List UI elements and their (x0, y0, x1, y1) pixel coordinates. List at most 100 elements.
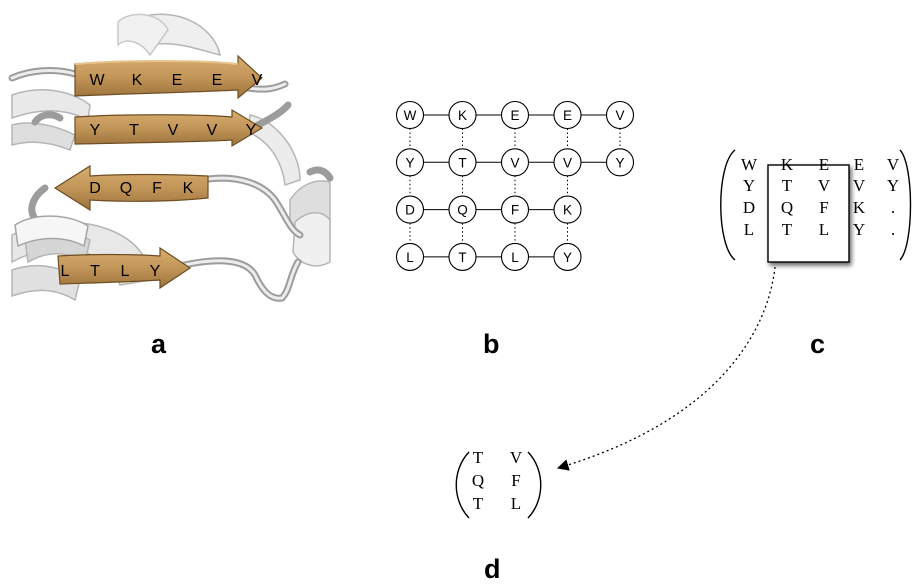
graph-node: Y (605, 148, 635, 177)
graph-node-label: E (563, 108, 572, 123)
graph-node-circle (605, 100, 635, 130)
graph-node-label: K (563, 203, 572, 218)
graph-node-label: Y (615, 155, 624, 170)
graph-node-circle (500, 148, 530, 177)
matrix-c-cell: T (782, 176, 793, 195)
loop-segments-highlight (10, 69, 302, 300)
strand-residue: V (207, 122, 218, 139)
beta-strand-4 (57, 246, 192, 290)
strand-residue: L (61, 263, 70, 280)
matrix-c-cell: L (819, 220, 829, 239)
graph-node: V (500, 148, 530, 177)
matrix-c-cell: . (891, 198, 895, 217)
graph-node-circle (500, 100, 530, 130)
beta-strand-3 (53, 164, 209, 212)
graph-node-label: T (458, 250, 466, 265)
graph-node-label: Y (563, 250, 572, 265)
matrix-c-cell: W (741, 155, 758, 174)
graph-node-circle (395, 195, 425, 224)
beta-strand-1 (74, 54, 263, 100)
graph-node-circle (448, 148, 477, 177)
matrix-d-cell: V (510, 448, 523, 467)
graph-node-circle (448, 242, 477, 271)
matrix-c-cell: V (887, 155, 900, 174)
graph-node-label: V (510, 155, 519, 170)
matrix-d-right-paren (527, 451, 542, 519)
strand-residue: E (172, 72, 183, 89)
graph-node: K (448, 100, 477, 130)
graph-node: W (395, 100, 425, 130)
graph-node-circle (395, 148, 425, 177)
matrix-d-cell: F (511, 471, 520, 490)
graph-node-circle (553, 195, 582, 224)
graph-node: L (500, 242, 530, 271)
graph-node-label: W (404, 108, 417, 123)
graph-node: K (553, 195, 582, 224)
graph-node-circle (395, 242, 425, 271)
matrix-d-cell: L (511, 494, 521, 513)
matrix-c-cell: T (782, 220, 793, 239)
matrix-c-cell: D (743, 198, 755, 217)
graph-node: T (448, 148, 477, 177)
matrix-c-cell: L (744, 220, 754, 239)
beta-strand-2 (74, 108, 264, 148)
graph-node-circle (553, 148, 582, 177)
graph-node: E (553, 100, 582, 130)
matrix-c-left-paren (720, 149, 736, 261)
graph-node: Q (448, 195, 477, 224)
extraction-arrow (556, 266, 776, 471)
matrix-c-cell: F (819, 198, 828, 217)
graph-node: L (395, 242, 425, 271)
matrix-c-cell: K (781, 155, 794, 174)
matrix-c-cell: V (853, 176, 866, 195)
graph-node-circle (500, 195, 530, 224)
matrix-c-cell: E (819, 155, 829, 174)
graph-node-label: V (563, 155, 572, 170)
matrix-c-cell: K (853, 198, 866, 217)
graph-node-label: L (406, 250, 414, 265)
matrix-d-left-paren (455, 451, 470, 519)
graph-node-label: Y (405, 155, 414, 170)
graph-node-circle (395, 100, 425, 130)
strand-residue: T (90, 263, 100, 280)
matrix-c-cell: Y (743, 176, 755, 195)
matrix-c-cell: V (818, 176, 831, 195)
graph-node: Y (553, 242, 582, 271)
panel-label-c: c (810, 329, 825, 359)
strand-residue: Y (246, 122, 257, 139)
graph-node-label: K (458, 108, 467, 123)
graph-node-label: F (511, 203, 519, 218)
graph-node-label: E (510, 108, 519, 123)
matrix-c-cell: Y (853, 220, 865, 239)
graph-node-circle (448, 100, 477, 130)
strand-residue: V (168, 122, 179, 139)
strand-residue: E (212, 72, 223, 89)
strand-residue: Y (150, 263, 161, 280)
graph-edges (409, 114, 621, 258)
panel-label-b: b (483, 329, 500, 359)
strand-residue: K (132, 72, 143, 89)
graph-node: V (605, 100, 635, 130)
matrix-d-cell: T (473, 448, 484, 467)
strand-residue: D (89, 180, 101, 197)
matrix-c-right-paren (899, 149, 912, 261)
graph-node-circle (553, 100, 582, 130)
matrix-c-cell: . (891, 220, 895, 239)
strand-residue: L (121, 263, 130, 280)
selection-box (767, 164, 850, 263)
panel-label-d: d (484, 554, 501, 584)
graph-node-label: T (458, 155, 466, 170)
strand-residue: Q (120, 180, 132, 197)
graph-node: V (553, 148, 582, 177)
graph-node: F (500, 195, 530, 224)
graph-node-circle (500, 242, 530, 271)
strand-residue: Y (90, 122, 101, 139)
